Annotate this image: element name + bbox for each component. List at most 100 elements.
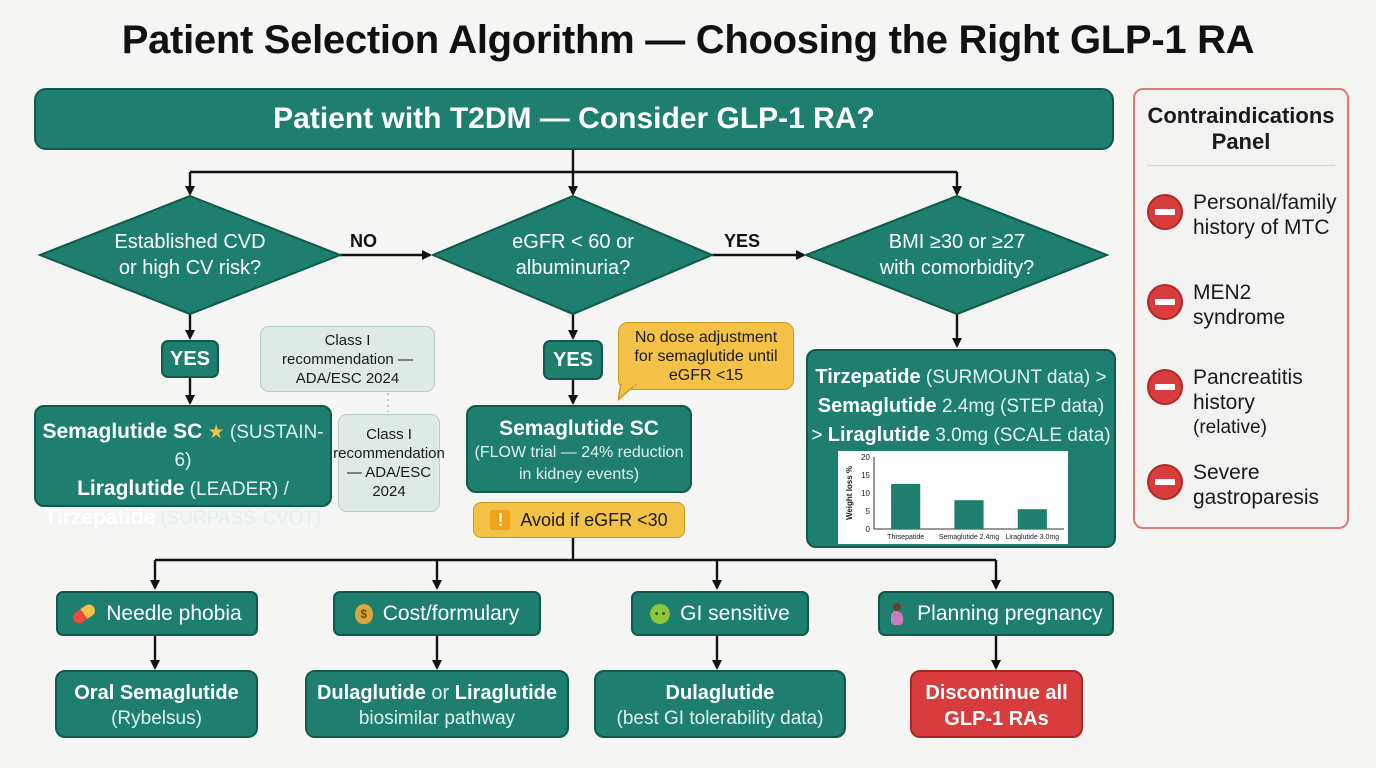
result-bmi-prefix: > <box>811 425 828 446</box>
branch-planning-pregnancy: Planning pregnancy <box>878 591 1114 636</box>
decision-cvd: Established CVD or high CV risk? <box>80 228 300 282</box>
no-entry-icon <box>1147 284 1183 320</box>
chart-bar <box>891 484 921 529</box>
nauseated-face-icon: • • <box>650 603 671 624</box>
result-discontinue-line2: GLP-1 RAs <box>944 708 1049 730</box>
chart-bar <box>954 500 984 529</box>
result-bmi-trial2: 2.4mg (STEP data) <box>936 396 1105 417</box>
result-bmi-drug3: Liraglutide <box>827 424 930 446</box>
result-cost-sub: biosimilar pathway <box>358 708 516 729</box>
warning-icon: ! <box>490 510 511 530</box>
result-oral-semaglutide-sub: (Rybelsus) <box>111 708 202 729</box>
chart-x-tick-label: Semaglutide 2.4mg <box>939 534 999 541</box>
result-cvd-trial1: (SUSTAIN-6) <box>174 422 324 471</box>
result-bmi-trial1: (SURMOUNT data) > <box>920 367 1107 388</box>
result-discontinue-line1: Discontinue all <box>925 682 1068 704</box>
result-cost-or: or <box>425 682 455 704</box>
yes-pill-egfr: YES <box>543 340 603 380</box>
decision-cvd-line1: Established CVD <box>114 231 266 253</box>
pregnant-woman-icon <box>889 602 905 625</box>
note-class1-a-line1: Class I <box>324 331 371 349</box>
result-egfr: Semaglutide SC (FLOW trial — 24% reducti… <box>466 405 692 493</box>
decision-egfr-line2: albuminuria? <box>515 257 631 279</box>
no-entry-icon <box>1147 194 1183 230</box>
decision-cvd-line2: or high CV risk? <box>118 257 262 279</box>
result-cvd-trial3: (SURPASS-CVOT) <box>155 508 322 529</box>
edge-label-yes: YES <box>724 231 761 251</box>
contra-mtc-line2: history of MTC <box>1193 216 1330 239</box>
decision-bmi-line2: with comorbidity? <box>879 257 1035 279</box>
branch-needle-phobia-label: Needle phobia <box>106 601 242 625</box>
chart-bar <box>1017 509 1047 529</box>
branch-needle-phobia: Needle phobia <box>56 591 258 636</box>
contra-mtc-line1: Personal/family <box>1193 191 1337 214</box>
note-class1-b-line3: — ADA/ESC <box>346 464 432 481</box>
start-box: Patient with T2DM — Consider GLP-1 RA? <box>34 88 1114 150</box>
branch-gi-sensitive-label: GI sensitive <box>680 601 790 625</box>
result-cvd-drug3: Tirzepatide <box>44 506 156 529</box>
no-entry-icon <box>1147 369 1183 405</box>
chart-y-tick-label: 15 <box>861 471 870 480</box>
money-bag-icon: $ <box>354 603 373 624</box>
contraindications-title: Contraindications Panel <box>1135 103 1347 155</box>
result-egfr-line3: in kidney events) <box>518 466 640 483</box>
yes-pill-cvd-label: YES <box>169 347 211 370</box>
contra-pancreatitis-line3: (relative) <box>1193 417 1267 438</box>
decision-bmi-line1: BMI ≥30 or ≥27 <box>888 231 1026 253</box>
note-class1-b-line2: recommendation <box>333 445 445 462</box>
chart-y-tick-label: 5 <box>866 507 871 516</box>
note-class1-b-line1: Class I <box>366 426 412 443</box>
result-oral-semaglutide-drug: Oral Semaglutide <box>74 682 239 704</box>
note-class1-a-line3: ADA/ESC 2024 <box>295 369 400 387</box>
star-icon: ★ <box>207 422 225 443</box>
result-cvd-drug2: Liraglutide <box>77 477 185 500</box>
no-entry-icon <box>1147 464 1183 500</box>
result-dulaglutide-liraglutide: Dulaglutide or Liraglutide biosimilar pa… <box>305 670 569 738</box>
branch-cost-formulary-label: Cost/formulary <box>382 601 520 625</box>
chart-y-tick-label: 0 <box>866 525 871 534</box>
warning-avoid-text: Avoid if eGFR <30 <box>520 509 668 530</box>
warning-avoid-egfr: ! Avoid if eGFR <30 <box>473 502 685 538</box>
chart-background <box>838 451 1068 544</box>
contra-gastroparesis-line2: gastroparesis <box>1193 486 1320 509</box>
yes-pill-cvd: YES <box>161 340 219 378</box>
contra-gastroparesis-line1: Severe <box>1193 461 1260 484</box>
result-gi-sub: (best GI tolerability data) <box>616 708 824 729</box>
branch-planning-pregnancy-label: Planning pregnancy <box>917 601 1103 625</box>
contraindications-title-line1: Contraindications <box>1147 103 1335 128</box>
result-dulaglutide-gi: Dulaglutide (best GI tolerability data) <box>594 670 846 738</box>
chart-y-label: Weight loss % <box>845 466 854 520</box>
contraindications-title-line2: Panel <box>1211 129 1271 154</box>
note-class1-a-line2: recommendation — <box>282 350 413 368</box>
result-gi-drug: Dulaglutide <box>665 682 775 704</box>
result-cost-drug2: Liraglutide <box>454 682 558 704</box>
result-cost-drug1: Dulaglutide <box>316 682 426 704</box>
decision-egfr: eGFR < 60 or albuminuria? <box>463 228 683 282</box>
page-title: Patient Selection Algorithm — Choosing t… <box>121 18 1255 62</box>
result-bmi-trial3: 3.0mg (SCALE data) <box>930 425 1111 446</box>
result-discontinue: Discontinue all GLP-1 RAs <box>910 670 1083 738</box>
note-dose-line1: No dose adjustment <box>634 328 778 346</box>
panel-divider <box>1147 165 1335 166</box>
decision-egfr-shape <box>430 194 715 316</box>
decision-bmi-shape <box>803 194 1110 316</box>
result-cvd-trial2: (LEADER) / <box>184 479 289 500</box>
result-egfr-drug: Semaglutide SC <box>499 417 659 440</box>
note-dose-line3: eGFR <15 <box>668 366 744 384</box>
pill-icon <box>70 601 98 626</box>
edge-label-no: NO <box>350 231 377 251</box>
result-egfr-line2: (FLOW trial — 24% reduction <box>474 444 684 461</box>
decision-egfr-line1: eGFR < 60 or <box>512 231 634 253</box>
chart-x-tick-label: Thrsepatide <box>887 534 924 541</box>
start-label: Patient with T2DM — Consider GLP-1 RA? <box>273 102 875 135</box>
result-cvd-drug1: Semaglutide SC <box>42 420 203 443</box>
